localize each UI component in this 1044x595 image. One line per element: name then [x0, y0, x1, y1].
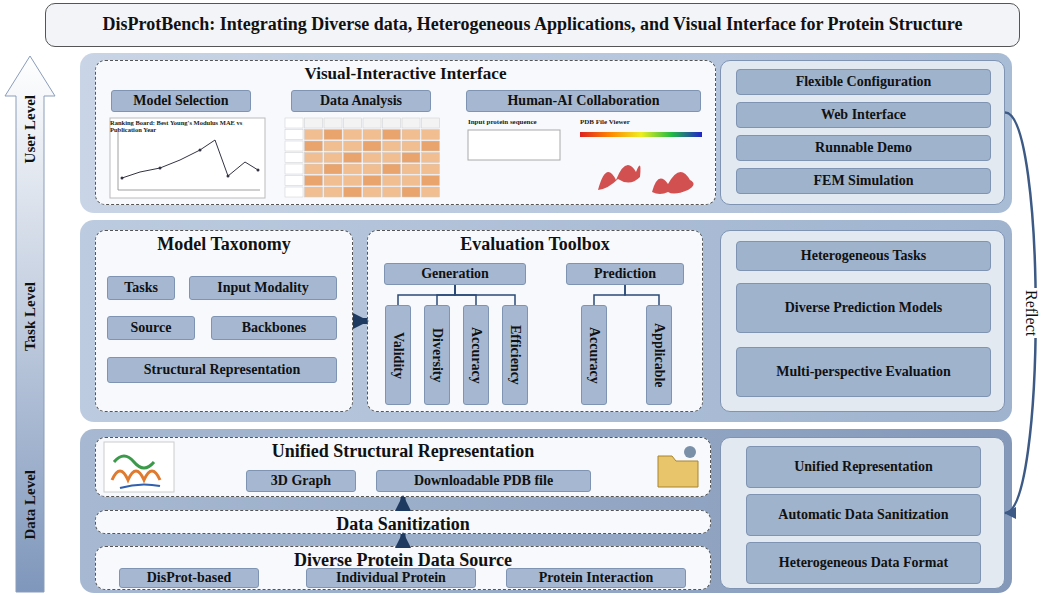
item-box: Tasks [107, 276, 175, 300]
panel-box: Unified Structural Representation 3D Grap… [95, 437, 711, 497]
item-box: Human-AI Collaboration [466, 90, 701, 112]
field-label: Input protein sequence [468, 119, 588, 127]
box-label: Accuracy [468, 327, 483, 384]
metric-box: Efficiency [502, 305, 528, 405]
box-label: Multi-perspective Evaluation [776, 364, 951, 379]
feature-group: Flexible ConfigurationWeb InterfaceRunna… [720, 60, 1005, 205]
panel-box: Visual-Interactive InterfaceModel Select… [95, 60, 716, 205]
level-label: User Level [22, 95, 39, 163]
chart-title: Ranking Board: Best Young's Modulus MAE … [110, 119, 268, 133]
box-label: Data Analysis [320, 93, 402, 108]
box-label: Backbones [242, 320, 307, 335]
item-box: Source [107, 316, 195, 340]
metric-box: Applicable [646, 305, 672, 405]
box-label: Generation [421, 266, 489, 281]
box-label: Human-AI Collaboration [507, 93, 659, 108]
box-label: Model Selection [133, 93, 228, 108]
box-label: Tasks [124, 280, 158, 295]
box-label: 3D Graph [271, 473, 331, 488]
item-box: Input Modality [189, 276, 337, 300]
item-box: Generation [384, 263, 526, 285]
feature-box: Heterogeneous Data Format [746, 542, 981, 584]
box-label: Flexible Configuration [796, 74, 932, 89]
box-label: FEM Simulation [814, 173, 914, 188]
panel-heading: Data Sanitization [96, 515, 710, 535]
box-label: Input Modality [217, 280, 308, 295]
box-label: Diversity [429, 328, 444, 382]
feature-box: Unified Representation [746, 446, 981, 488]
metric-box: Validity [385, 305, 411, 405]
box-label: Diverse Prediction Models [785, 300, 943, 315]
item-box: Prediction [566, 263, 684, 285]
panel-box: Model TaxonomyTasks Input ModalitySource B… [95, 230, 353, 412]
item-box: Backbones [211, 316, 337, 340]
box-label: Source [131, 320, 172, 335]
metric-box: Diversity [424, 305, 450, 405]
feature-box: Heterogeneous Tasks [736, 241, 991, 271]
box-label: Automatic Data Sanitization [778, 507, 948, 522]
box-label: Downloadable PDB file [414, 473, 553, 488]
item-box: Structural Representation [107, 357, 337, 383]
feature-box: Runnable Demo [736, 135, 991, 161]
panel-heading: Visual-Interactive Interface [96, 65, 715, 84]
title: DisProtBench: Integrating Diverse data, … [55, 6, 1010, 44]
item-box: Individual Protein [306, 568, 476, 588]
item-box: Downloadable PDB file [376, 470, 591, 492]
item-box: DisProt-based [119, 568, 259, 588]
feature-box: Web Interface [736, 102, 991, 128]
box-label: Heterogeneous Tasks [801, 248, 926, 263]
box-label: Efficiency [507, 325, 522, 385]
feature-box: Diverse Prediction Models [736, 283, 991, 333]
box-label: Accuracy [586, 327, 601, 384]
level-label: Data Level [22, 470, 39, 540]
box-label: Prediction [594, 266, 656, 281]
feature-box: Flexible Configuration [736, 69, 991, 95]
viewer-title: PDB File Viewer [580, 119, 700, 127]
box-label: Web Interface [821, 107, 906, 122]
box-label: Applicable [651, 323, 666, 388]
metric-box: Accuracy [581, 305, 607, 405]
edge-label: Reflect [1022, 288, 1040, 338]
item-box: 3D Graph [246, 470, 356, 492]
feature-box: Automatic Data Sanitization [746, 494, 981, 536]
item-box: Data Analysis [291, 90, 431, 112]
panel-box: Evaluation ToolboxGenerationValidity Dive… [367, 230, 703, 412]
panel-heading: Diverse Protein Data Source [96, 551, 710, 571]
box-label: Validity [390, 332, 405, 379]
connector [401, 497, 406, 510]
metric-box: Accuracy [463, 305, 489, 405]
level-label: Task Level [22, 282, 39, 351]
panel-box: Diverse Protein Data SourceDisProt-based… [95, 546, 711, 590]
feature-group: Unified RepresentationAutomatic Data San… [720, 437, 1005, 589]
box-label: Unified Representation [794, 459, 933, 474]
panel-box: Data Sanitization [95, 510, 711, 534]
feature-box: Multi-perspective Evaluation [736, 347, 991, 397]
box-label: Runnable Demo [815, 140, 912, 155]
connector [401, 534, 406, 546]
panel-heading: Model Taxonomy [96, 235, 352, 255]
box-label: Protein Interaction [539, 570, 653, 585]
box-label: Individual Protein [336, 570, 446, 585]
box-label: Heterogeneous Data Format [779, 555, 948, 570]
connector [353, 318, 367, 324]
box-label: Structural Representation [144, 362, 300, 377]
item-box: Protein Interaction [506, 568, 686, 588]
feature-box: FEM Simulation [736, 168, 991, 194]
feature-group: Heterogeneous TasksDiverse Prediction Mo… [720, 230, 1005, 412]
item-box: Model Selection [111, 90, 251, 112]
box-label: DisProt-based [147, 570, 232, 585]
panel-heading: Evaluation Toolbox [368, 235, 702, 255]
panel-heading: Unified Structural Representation [96, 442, 710, 462]
